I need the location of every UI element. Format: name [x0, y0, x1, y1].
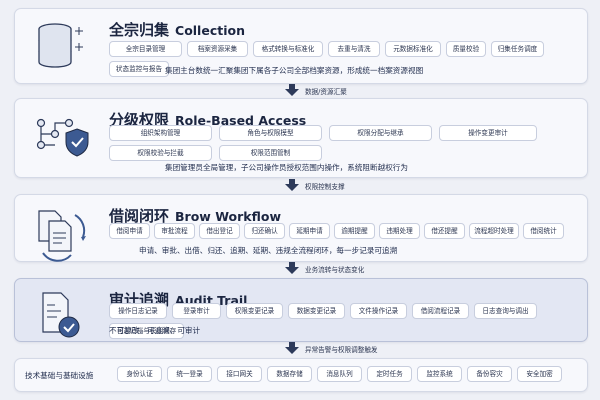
- infrastructure-tag-list: 身份认证 统一登录 接口网关 数据存储 消息队列 定时任务 监控系统 备份容灾 …: [117, 366, 562, 382]
- tag: 格式转换与标准化: [253, 41, 323, 57]
- tag: 权限变更记录: [226, 303, 283, 319]
- tag: 组织架构管理: [109, 125, 212, 141]
- tag: 接口网关: [217, 366, 262, 382]
- tag: 审批流程: [154, 223, 195, 239]
- tag: 质量校验: [446, 41, 486, 57]
- tag: 状态监控与报告: [109, 61, 169, 77]
- tag: 监控系统: [417, 366, 462, 382]
- section-title: 分级权限 Role-Based Access: [109, 109, 306, 130]
- tag: 日志查询与调出: [474, 303, 537, 319]
- tag: 消息队列: [317, 366, 362, 382]
- tag: 权限校验与拦截: [109, 145, 212, 161]
- title-en: Collection: [175, 23, 245, 38]
- tag: 档案资源采集: [187, 41, 248, 57]
- arrow-label: 异常告警与权限调整触发: [305, 346, 378, 354]
- tag: 操作日志记录: [109, 303, 167, 319]
- title-zh: 分级权限: [109, 111, 170, 129]
- section-description: 不可篡改、可追溯、可审计: [109, 326, 201, 335]
- title-zh: 全宗归集: [109, 21, 170, 39]
- permission-network-shield-icon: [25, 107, 95, 171]
- role-based-access-panel: 分级权限 Role-Based Access 组织架构管理 角色与权限模型 权限分…: [14, 98, 588, 178]
- down-arrow-icon: [285, 262, 299, 274]
- title-en: Role-Based Access: [175, 113, 307, 128]
- tag: 数据存储: [267, 366, 312, 382]
- tag-list: 借阅申请 审批流程 借出登记 归还确认 延期申请 逾期提醒 违期处理 借还提醒 …: [109, 223, 579, 239]
- tag: 全宗目录管理: [109, 41, 182, 57]
- tag: 归集任务调度: [491, 41, 544, 57]
- collection-panel: 全宗归集 Collection 全宗目录管理 档案资源采集 格式转换与标准化 去重…: [14, 8, 588, 84]
- tag: 违期处理: [379, 223, 420, 239]
- tag: 流程超时处理: [469, 223, 519, 239]
- section-title: 借阅闭环 Brow Workflow: [109, 205, 281, 226]
- tag: 借还提醒: [424, 223, 465, 239]
- document-cycle-icon: [25, 203, 95, 267]
- tag: 备份容灾: [467, 366, 512, 382]
- arrow-label: 权限控制支撑: [305, 183, 345, 191]
- section-description: 集团主台数统一汇聚集团下属各子公司全部档案资源，形成统一档案资源视图: [165, 66, 424, 75]
- down-arrow-icon: [285, 84, 299, 96]
- section-title: 全宗归集 Collection: [109, 19, 245, 40]
- infrastructure-panel: 技术基础与基础设施 身份认证 统一登录 接口网关 数据存储 消息队列 定时任务 …: [14, 358, 588, 392]
- infrastructure-label: 技术基础与基础设施: [25, 371, 94, 380]
- down-arrow-icon: [285, 342, 299, 354]
- tag: 逾期提醒: [334, 223, 375, 239]
- tag: 登录审计: [172, 303, 221, 319]
- tag: 权限分配与继承: [329, 125, 432, 141]
- tag: 角色与权限模型: [219, 125, 322, 141]
- tag: 去重与清洗: [328, 41, 380, 57]
- audit-document-icon: [25, 287, 95, 351]
- tag: 操作变更审计: [439, 125, 537, 141]
- tag-list: 全宗目录管理 档案资源采集 格式转换与标准化 去重与清洗 元数据标准化 质量校验…: [109, 41, 579, 77]
- tag: 数据变更记录: [288, 303, 345, 319]
- section-description: 申请、审批、出借、归还、追期、延期、违规全流程闭环，每一步记录可追溯: [139, 246, 398, 255]
- tag: 归还确认: [244, 223, 285, 239]
- arrow-label: 业务流转与状态变化: [305, 266, 365, 274]
- down-arrow-icon: [285, 179, 299, 191]
- tag: 定时任务: [367, 366, 412, 382]
- database-icon: [25, 17, 95, 81]
- tag: 统一登录: [167, 366, 212, 382]
- tag: 借阅申请: [109, 223, 150, 239]
- tag: 延期申请: [289, 223, 330, 239]
- section-description: 集团管理员全局管理，子公司操作员授权范围内操作，系统阻断越权行为: [165, 163, 408, 172]
- borrow-workflow-panel: 借阅闭环 Brow Workflow 借阅申请 审批流程 借出登记 归还确认 延期…: [14, 194, 588, 262]
- title-zh: 借阅闭环: [109, 207, 170, 225]
- tag: 安全加密: [517, 366, 562, 382]
- tag: 日志归档与长期保存: [109, 323, 184, 339]
- title-en: Brow Workflow: [175, 209, 282, 224]
- tag: 权限范围管制: [219, 145, 322, 161]
- tag-list: 组织架构管理 角色与权限模型 权限分配与继承 操作变更审计 权限校验与拦截 权限…: [109, 125, 579, 161]
- tag-list: 操作日志记录 登录审计 权限变更记录 数据变更记录 文件操作记录 借阅流程记录 …: [109, 303, 579, 339]
- tag: 借出登记: [199, 223, 240, 239]
- tag: 元数据标准化: [385, 41, 441, 57]
- arrow-label: 数据/资源汇聚: [305, 88, 347, 96]
- tag: 身份认证: [117, 366, 162, 382]
- tag: 文件操作记录: [350, 303, 407, 319]
- tag: 借阅流程记录: [412, 303, 469, 319]
- tag: 借阅统计: [523, 223, 564, 239]
